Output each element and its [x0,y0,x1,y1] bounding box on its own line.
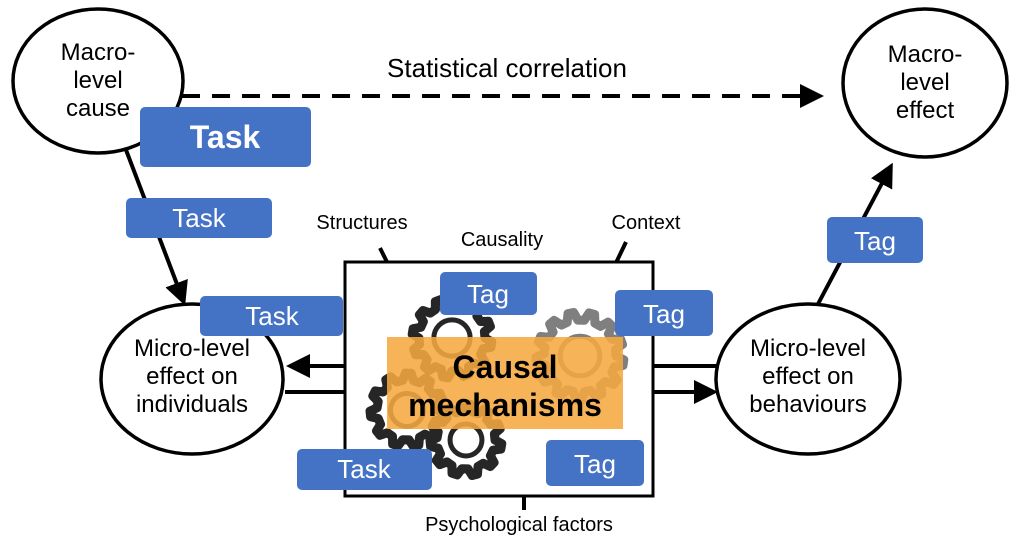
svg-text:Task: Task [337,454,391,484]
svg-text:Tag: Tag [854,226,896,256]
macro-effect-line3: effect [896,97,955,124]
svg-text:Tag: Tag [574,449,616,479]
svg-text:Tag: Tag [643,299,685,329]
micro-behaviours-node [714,302,902,456]
svg-text:Task: Task [190,119,261,155]
macro-effect-line2: level [900,69,949,96]
tag-badge-bottom: Tag [546,440,644,486]
macro-cause-line1: Macro- [61,39,136,66]
causality-label: Causality [461,229,543,251]
svg-text:Tag: Tag [467,279,509,309]
mechanism-highlight [387,337,623,429]
micro-individuals-node [99,302,285,456]
correlation-label: Statistical correlation [387,53,627,83]
task-badge-micro: Task [200,296,343,336]
mechanism-title-line2: mechanisms [408,387,602,423]
task-badge-left: Task [126,198,272,238]
tag-badge-effect: Tag [827,217,923,263]
mechanism-title-line1: Causal [453,349,558,385]
macro-effect-node [841,7,1009,159]
tag-badge-top: Tag [440,272,537,315]
micro-behaviours-line1: Micro-level [750,335,866,362]
tag-badge-right: Tag [615,290,713,336]
micro-behaviours-line3: behaviours [749,391,866,418]
macro-cause-line3: cause [66,95,130,122]
psychological-label: Psychological factors [425,514,613,536]
micro-individuals-line3: individuals [136,391,248,418]
context-label: Context [612,212,681,234]
macro-cause-line2: level [73,67,122,94]
micro-individuals-line1: Micro-level [134,335,250,362]
svg-text:Task: Task [172,203,226,233]
micro-individuals-line2: effect on [146,363,238,390]
task-badge-bottom: Task [297,449,432,490]
task-badge-main: Task [140,107,311,167]
macro-effect-line1: Macro- [888,41,963,68]
svg-text:Task: Task [245,301,299,331]
structures-label: Structures [316,212,407,234]
micro-behaviours-line2: effect on [762,363,854,390]
